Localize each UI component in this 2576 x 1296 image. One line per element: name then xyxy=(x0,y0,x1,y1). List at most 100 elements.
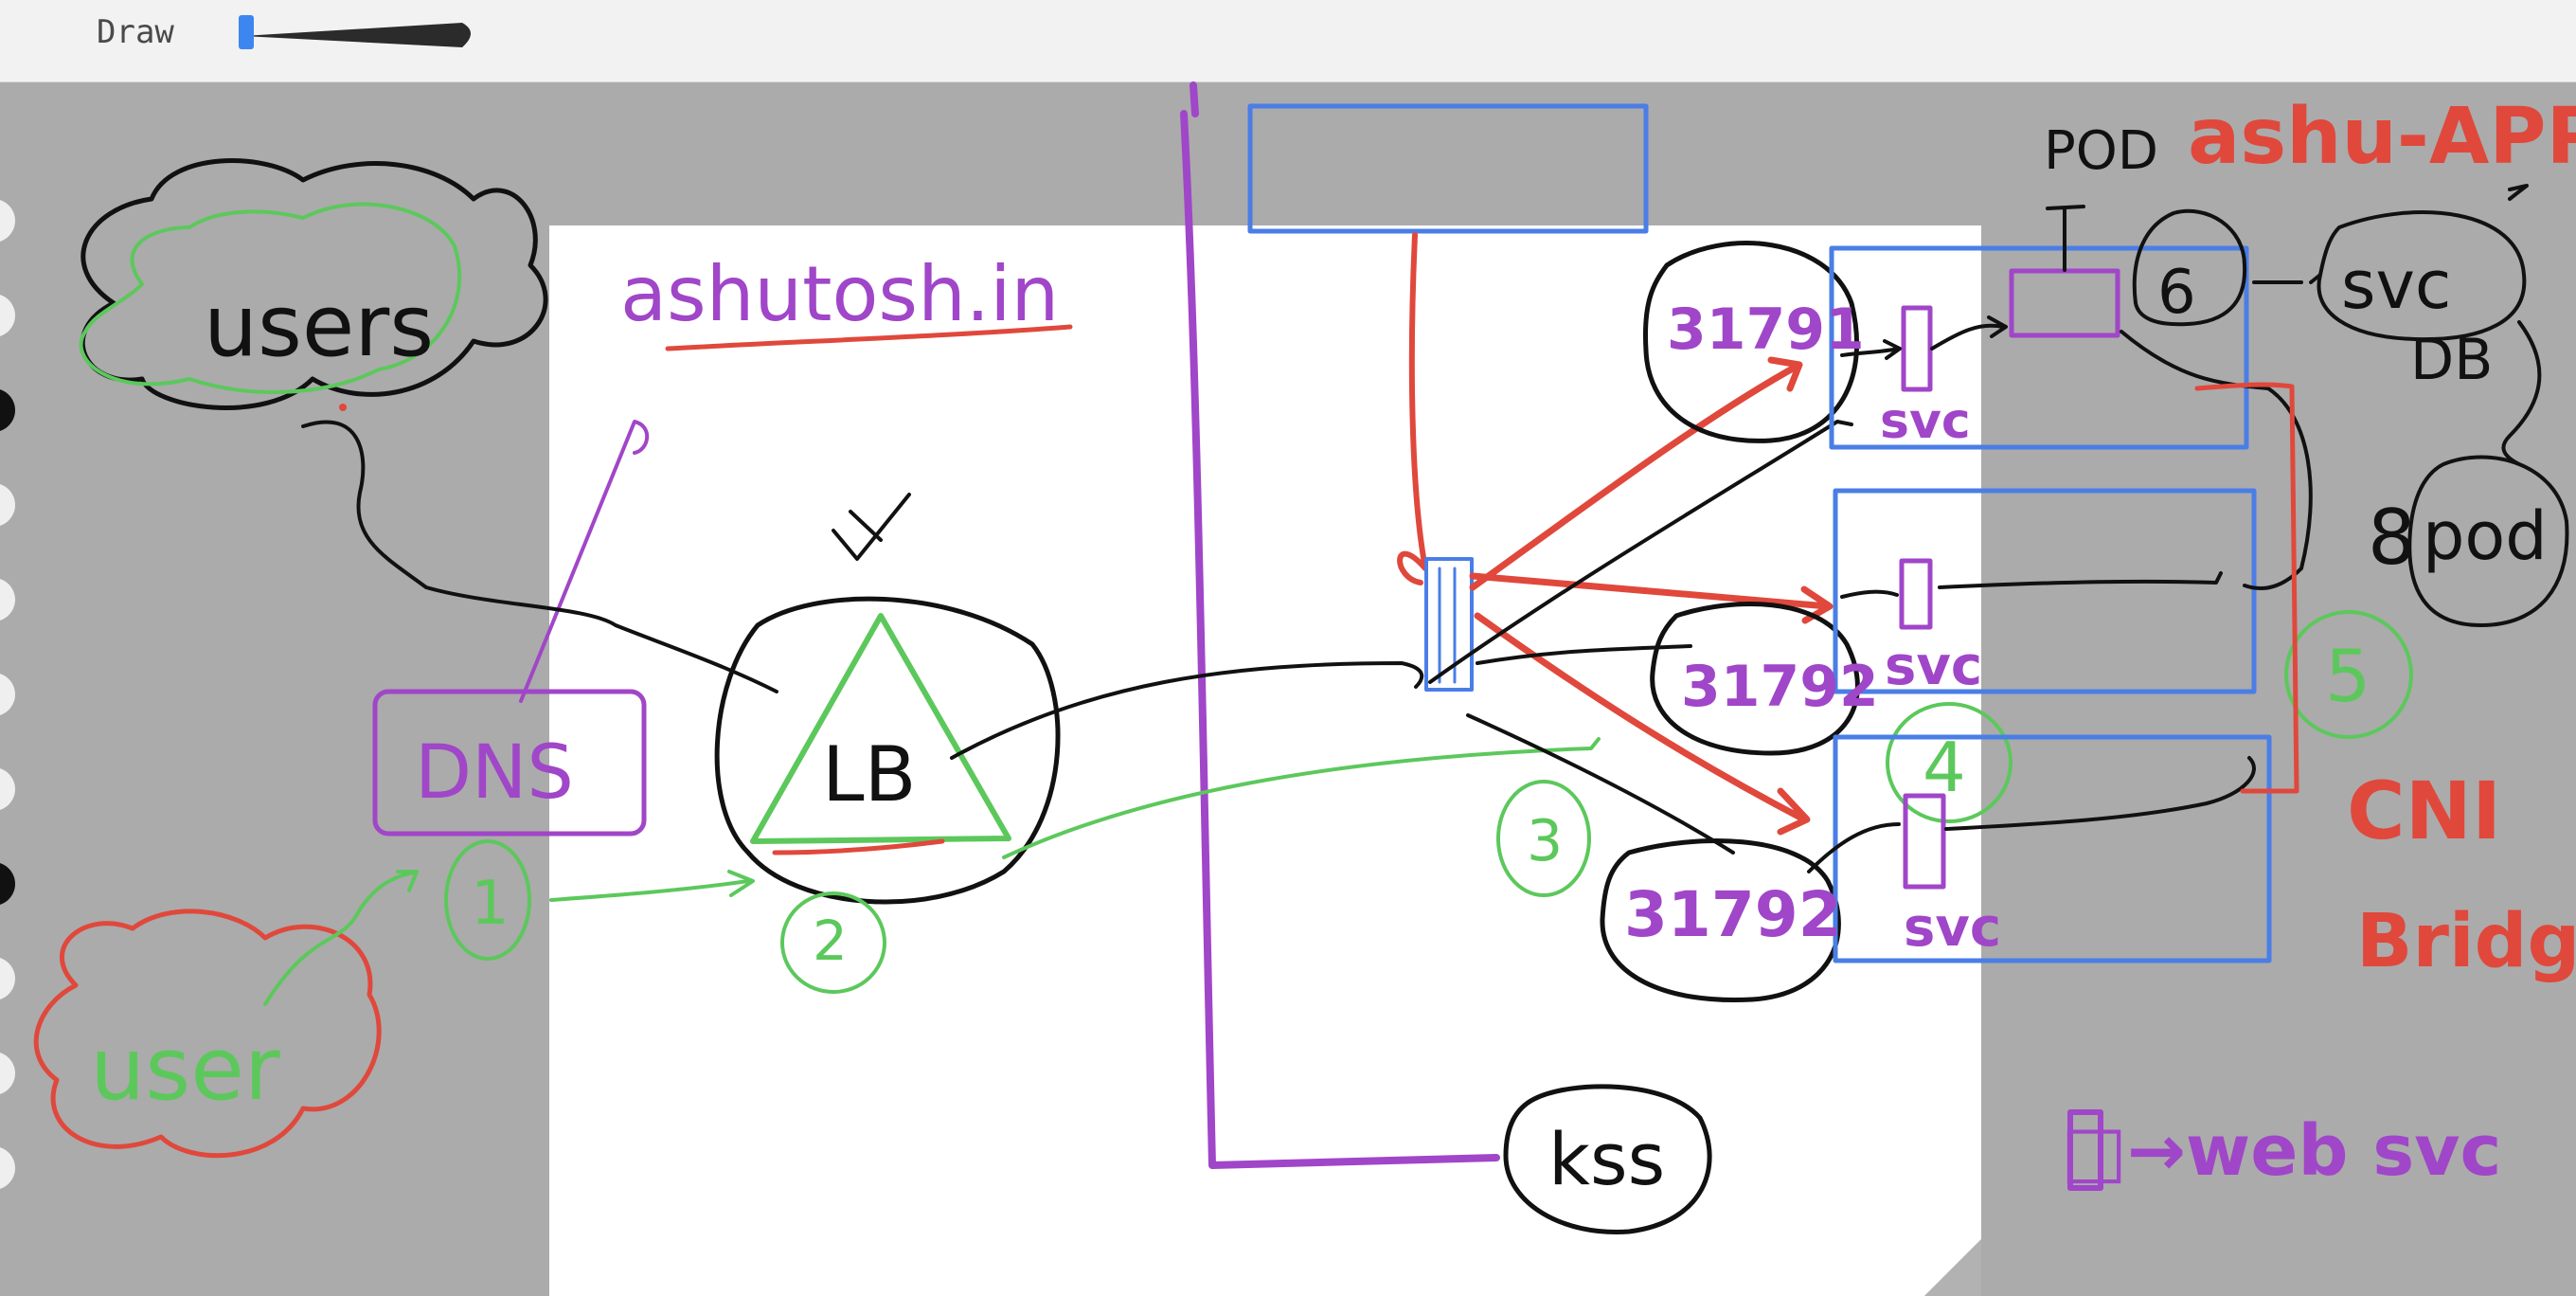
step-4-circle xyxy=(1886,702,2012,823)
container-to-svc-arrow xyxy=(2252,273,2322,284)
users-cloud-inner xyxy=(79,202,462,394)
step-3-label: 3 xyxy=(1527,808,1563,874)
palette-swatch-11[interactable] xyxy=(0,1146,15,1190)
step-1-label: 1 xyxy=(471,869,510,939)
svc-to-db-link xyxy=(2501,320,2542,466)
palette-swatch-5[interactable] xyxy=(0,578,15,621)
step-2-circle xyxy=(780,891,886,994)
node-link-lower xyxy=(1466,713,1735,855)
palette-swatch-4[interactable] xyxy=(0,483,15,527)
nodeport-3-circle xyxy=(1600,838,1841,1003)
nodeport2-to-svc2 xyxy=(1840,589,1899,599)
pod-rect xyxy=(2009,268,2120,338)
palette-swatch-7[interactable] xyxy=(0,767,15,811)
palette-swatch-9[interactable] xyxy=(0,957,15,1000)
users-dot xyxy=(339,404,347,411)
step-5-label: 5 xyxy=(2325,634,2370,718)
svc1-to-pod xyxy=(1930,315,2008,351)
lb-underline xyxy=(772,838,945,855)
svc-box-2 xyxy=(1833,488,2257,694)
svc3-link xyxy=(1944,756,2256,831)
node-to-svc2-arrow xyxy=(1469,572,1834,624)
svc-3-rect xyxy=(1903,793,1946,890)
nodeport-2-label: 31792 xyxy=(1681,654,1879,720)
svc-3-label: svc xyxy=(1904,897,2001,959)
kss-circle xyxy=(1503,1084,1712,1234)
nodeport-2-circle xyxy=(1650,602,1860,756)
brush-slider-handle[interactable] xyxy=(239,15,254,49)
step-3-circle xyxy=(1496,780,1591,897)
step-4-label: 4 xyxy=(1923,728,1966,807)
palette-swatch-6[interactable] xyxy=(0,673,15,716)
svc-box-1 xyxy=(1829,245,2249,450)
palette-swatch-10[interactable] xyxy=(0,1052,15,1095)
step-6-label: 6 xyxy=(2157,258,2196,328)
svc-right-circle xyxy=(2317,210,2527,342)
db-label: DB xyxy=(2410,327,2493,393)
num-8-label: 8 xyxy=(2368,494,2416,582)
control-plane-box xyxy=(1247,103,1649,234)
pod-label: POD xyxy=(2044,120,2158,182)
user-cloud-outline xyxy=(33,909,382,1159)
users-bottom-label: user xyxy=(90,1018,280,1120)
users-top-label: users xyxy=(204,277,434,376)
step-2-label: 2 xyxy=(813,909,848,973)
legend-rect xyxy=(2067,1109,2103,1191)
check-mark-icon xyxy=(832,493,911,561)
nodeport-1-circle xyxy=(1642,241,1860,443)
palette-swatch-8[interactable] xyxy=(0,862,15,906)
svc-box-3 xyxy=(1833,734,2272,963)
lb-to-node-connector xyxy=(950,661,1424,760)
tool-label[interactable]: Draw xyxy=(97,13,174,51)
nodeport1-to-svc1 xyxy=(1840,339,1902,360)
container-6-circle xyxy=(2132,208,2247,327)
cluster-boundary-line xyxy=(1180,81,1500,1169)
brush-stroke-shape xyxy=(242,23,471,47)
nodeport-1-label: 31791 xyxy=(1667,297,1865,363)
step-5-circle xyxy=(2284,610,2413,739)
pod-right-label: pod xyxy=(2423,497,2548,575)
palette-swatch-1[interactable] xyxy=(0,199,15,243)
node-proxy-box xyxy=(1424,557,1474,692)
svc-1-rect xyxy=(1901,305,1933,392)
cni-label: CNI xyxy=(2347,765,2501,857)
page-curl-icon[interactable] xyxy=(1924,1239,1981,1296)
palette-swatch-2[interactable] xyxy=(0,294,15,337)
dns-box xyxy=(372,689,647,837)
pod-pointer xyxy=(2046,205,2085,272)
paper-sheet[interactable] xyxy=(549,225,1981,1296)
svc2-link xyxy=(1938,571,2223,589)
node-link-upper xyxy=(1428,420,1853,684)
brush-size-slider[interactable] xyxy=(235,9,481,55)
control-to-node-line xyxy=(1397,232,1428,585)
domain-label: ashutosh.in xyxy=(620,250,1059,338)
users-to-lb-connector xyxy=(301,420,778,693)
lb-triangle xyxy=(750,613,1011,844)
color-palette xyxy=(0,81,23,1243)
drawing-toolbar: Draw xyxy=(0,0,2576,82)
svc-right-tick xyxy=(2508,184,2529,201)
app-label: ashu-APP xyxy=(2188,92,2576,182)
svc-2-label: svc xyxy=(1885,636,1982,697)
pod-to-svc2-loop xyxy=(2120,330,2313,590)
svc-2-rect xyxy=(1899,558,1933,630)
dns-label: DNS xyxy=(415,730,574,816)
user-to-dns-arrow xyxy=(263,870,419,1006)
lb-label: LB xyxy=(822,730,916,819)
sketch-layer: users user ashutosh.in DNS LB 31791 3179… xyxy=(33,81,2576,1234)
node-to-svc3-arrow xyxy=(1474,612,1811,836)
palette-swatch-3[interactable] xyxy=(0,388,15,432)
svc-1-label: svc xyxy=(1880,393,1971,450)
cni-bridge-bracket xyxy=(2194,382,2299,794)
step-1-circle xyxy=(444,839,531,961)
svc-right-label: svc xyxy=(2341,246,2451,324)
node-to-svc1-arrow xyxy=(1469,356,1803,591)
lb-to-nodeport-arrow xyxy=(1002,737,1601,859)
domain-underline xyxy=(665,324,1073,351)
nodeport-3-label: 31792 xyxy=(1624,878,1842,951)
lb-circle xyxy=(714,596,1061,905)
kss-label: kss xyxy=(1548,1117,1665,1201)
node-link-middle xyxy=(1476,644,1692,665)
pod-right-circle xyxy=(2407,455,2569,627)
users-cloud-outline xyxy=(80,158,548,410)
